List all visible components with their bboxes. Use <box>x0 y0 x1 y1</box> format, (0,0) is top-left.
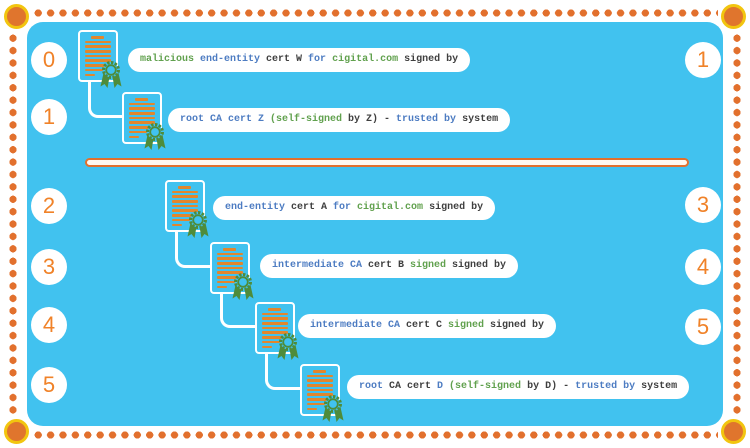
badge-number: 5 <box>696 314 710 339</box>
dotted-border-bottom <box>32 431 718 439</box>
diagram-panel: 0 1 2 3 4 5 1 3 4 5 <box>27 22 723 426</box>
cert-label-pill: intermediate CA cert C signed signed by <box>298 314 557 338</box>
label-segment: trusted by <box>575 381 642 392</box>
label-segment: end-entity <box>200 54 267 65</box>
cert-connector <box>88 82 122 118</box>
dotted-border-left <box>9 32 17 416</box>
label-segment: intermediate CA <box>272 260 369 271</box>
dotted-border-top <box>32 9 718 17</box>
cert-label-pill: root CA cert Z (self-signed by Z) - trus… <box>168 108 511 132</box>
right-count-badge: 1 <box>685 42 721 78</box>
label-segment: signed by <box>490 320 545 331</box>
ribbon-seal-icon <box>322 395 344 422</box>
badge-number: 1 <box>42 104 56 129</box>
left-index-badge: 5 <box>31 367 67 403</box>
label-segment: CA cert <box>389 381 438 392</box>
left-index-badge: 0 <box>31 42 67 78</box>
label-segment: cert W <box>266 54 309 65</box>
cert-connector <box>175 232 210 268</box>
label-segment: system <box>462 114 499 125</box>
badge-number: 3 <box>696 192 710 217</box>
label-segment: by D) - <box>527 381 576 392</box>
badge-number: 0 <box>42 47 56 72</box>
badge-number: 3 <box>42 254 56 279</box>
ribbon-seal-icon <box>100 61 122 88</box>
right-count-badge: 4 <box>685 249 721 285</box>
cert-label-pill: root CA cert D (self-signed by D) - trus… <box>347 375 690 399</box>
badge-number: 1 <box>696 47 710 72</box>
badge-number: 4 <box>42 312 56 337</box>
certificate-icon <box>78 30 122 88</box>
certificate-icon <box>210 242 254 300</box>
label-segment: signed by <box>404 54 459 65</box>
label-segment: D <box>437 381 450 392</box>
label-segment: malicious <box>140 54 201 65</box>
left-index-badge: 4 <box>31 307 67 343</box>
badge-number: 4 <box>696 254 710 279</box>
section-divider <box>85 158 689 167</box>
cert-label-pill: malicious end-entity cert W for cigital.… <box>128 48 471 72</box>
label-segment: root <box>359 381 390 392</box>
label-segment: system <box>641 381 678 392</box>
cert-label-pill: intermediate CA cert B signed signed by <box>260 254 519 278</box>
label-segment: for <box>308 54 333 65</box>
label-segment: signed <box>448 320 491 331</box>
corner-dot-bottom-right-icon <box>721 419 746 444</box>
ribbon-seal-icon <box>187 211 209 238</box>
label-segment: for <box>333 202 358 213</box>
badge-number: 5 <box>42 372 56 397</box>
label-segment: end-entity <box>225 202 292 213</box>
cert-label-pill: end-entity cert A for cigital.com signed… <box>213 196 496 220</box>
label-segment: cert B <box>368 260 411 271</box>
badge-number: 2 <box>42 193 56 218</box>
label-segment: signed <box>410 260 453 271</box>
certificate-icon <box>122 92 166 150</box>
label-segment: (self-signed <box>449 381 528 392</box>
label-segment: cigital.com <box>332 54 405 65</box>
corner-dot-top-left-icon <box>4 4 29 29</box>
label-segment: root CA cert Z <box>180 114 271 125</box>
cert-connector <box>220 294 255 328</box>
certificate-icon <box>255 302 299 360</box>
left-index-badge: 1 <box>31 99 67 135</box>
right-count-badge: 3 <box>685 187 721 223</box>
label-segment: cigital.com <box>357 202 430 213</box>
label-segment: signed by <box>429 202 484 213</box>
certificate-icon <box>300 364 344 422</box>
label-segment: cert C <box>406 320 449 331</box>
certificate-icon <box>165 180 209 238</box>
label-segment: (self-signed <box>270 114 349 125</box>
right-count-badge: 5 <box>685 309 721 345</box>
ribbon-seal-icon <box>144 123 166 150</box>
corner-dot-bottom-left-icon <box>4 419 29 444</box>
cert-connector <box>265 354 300 390</box>
left-index-badge: 3 <box>31 249 67 285</box>
ribbon-seal-icon <box>277 333 299 360</box>
label-segment: by Z) - <box>348 114 397 125</box>
corner-dot-top-right-icon <box>721 4 746 29</box>
ribbon-seal-icon <box>232 273 254 300</box>
left-index-badge: 2 <box>31 188 67 224</box>
label-segment: signed by <box>452 260 507 271</box>
label-segment: intermediate CA <box>310 320 407 331</box>
label-segment: cert A <box>291 202 334 213</box>
dotted-border-right <box>733 32 741 416</box>
label-segment: trusted by <box>396 114 463 125</box>
